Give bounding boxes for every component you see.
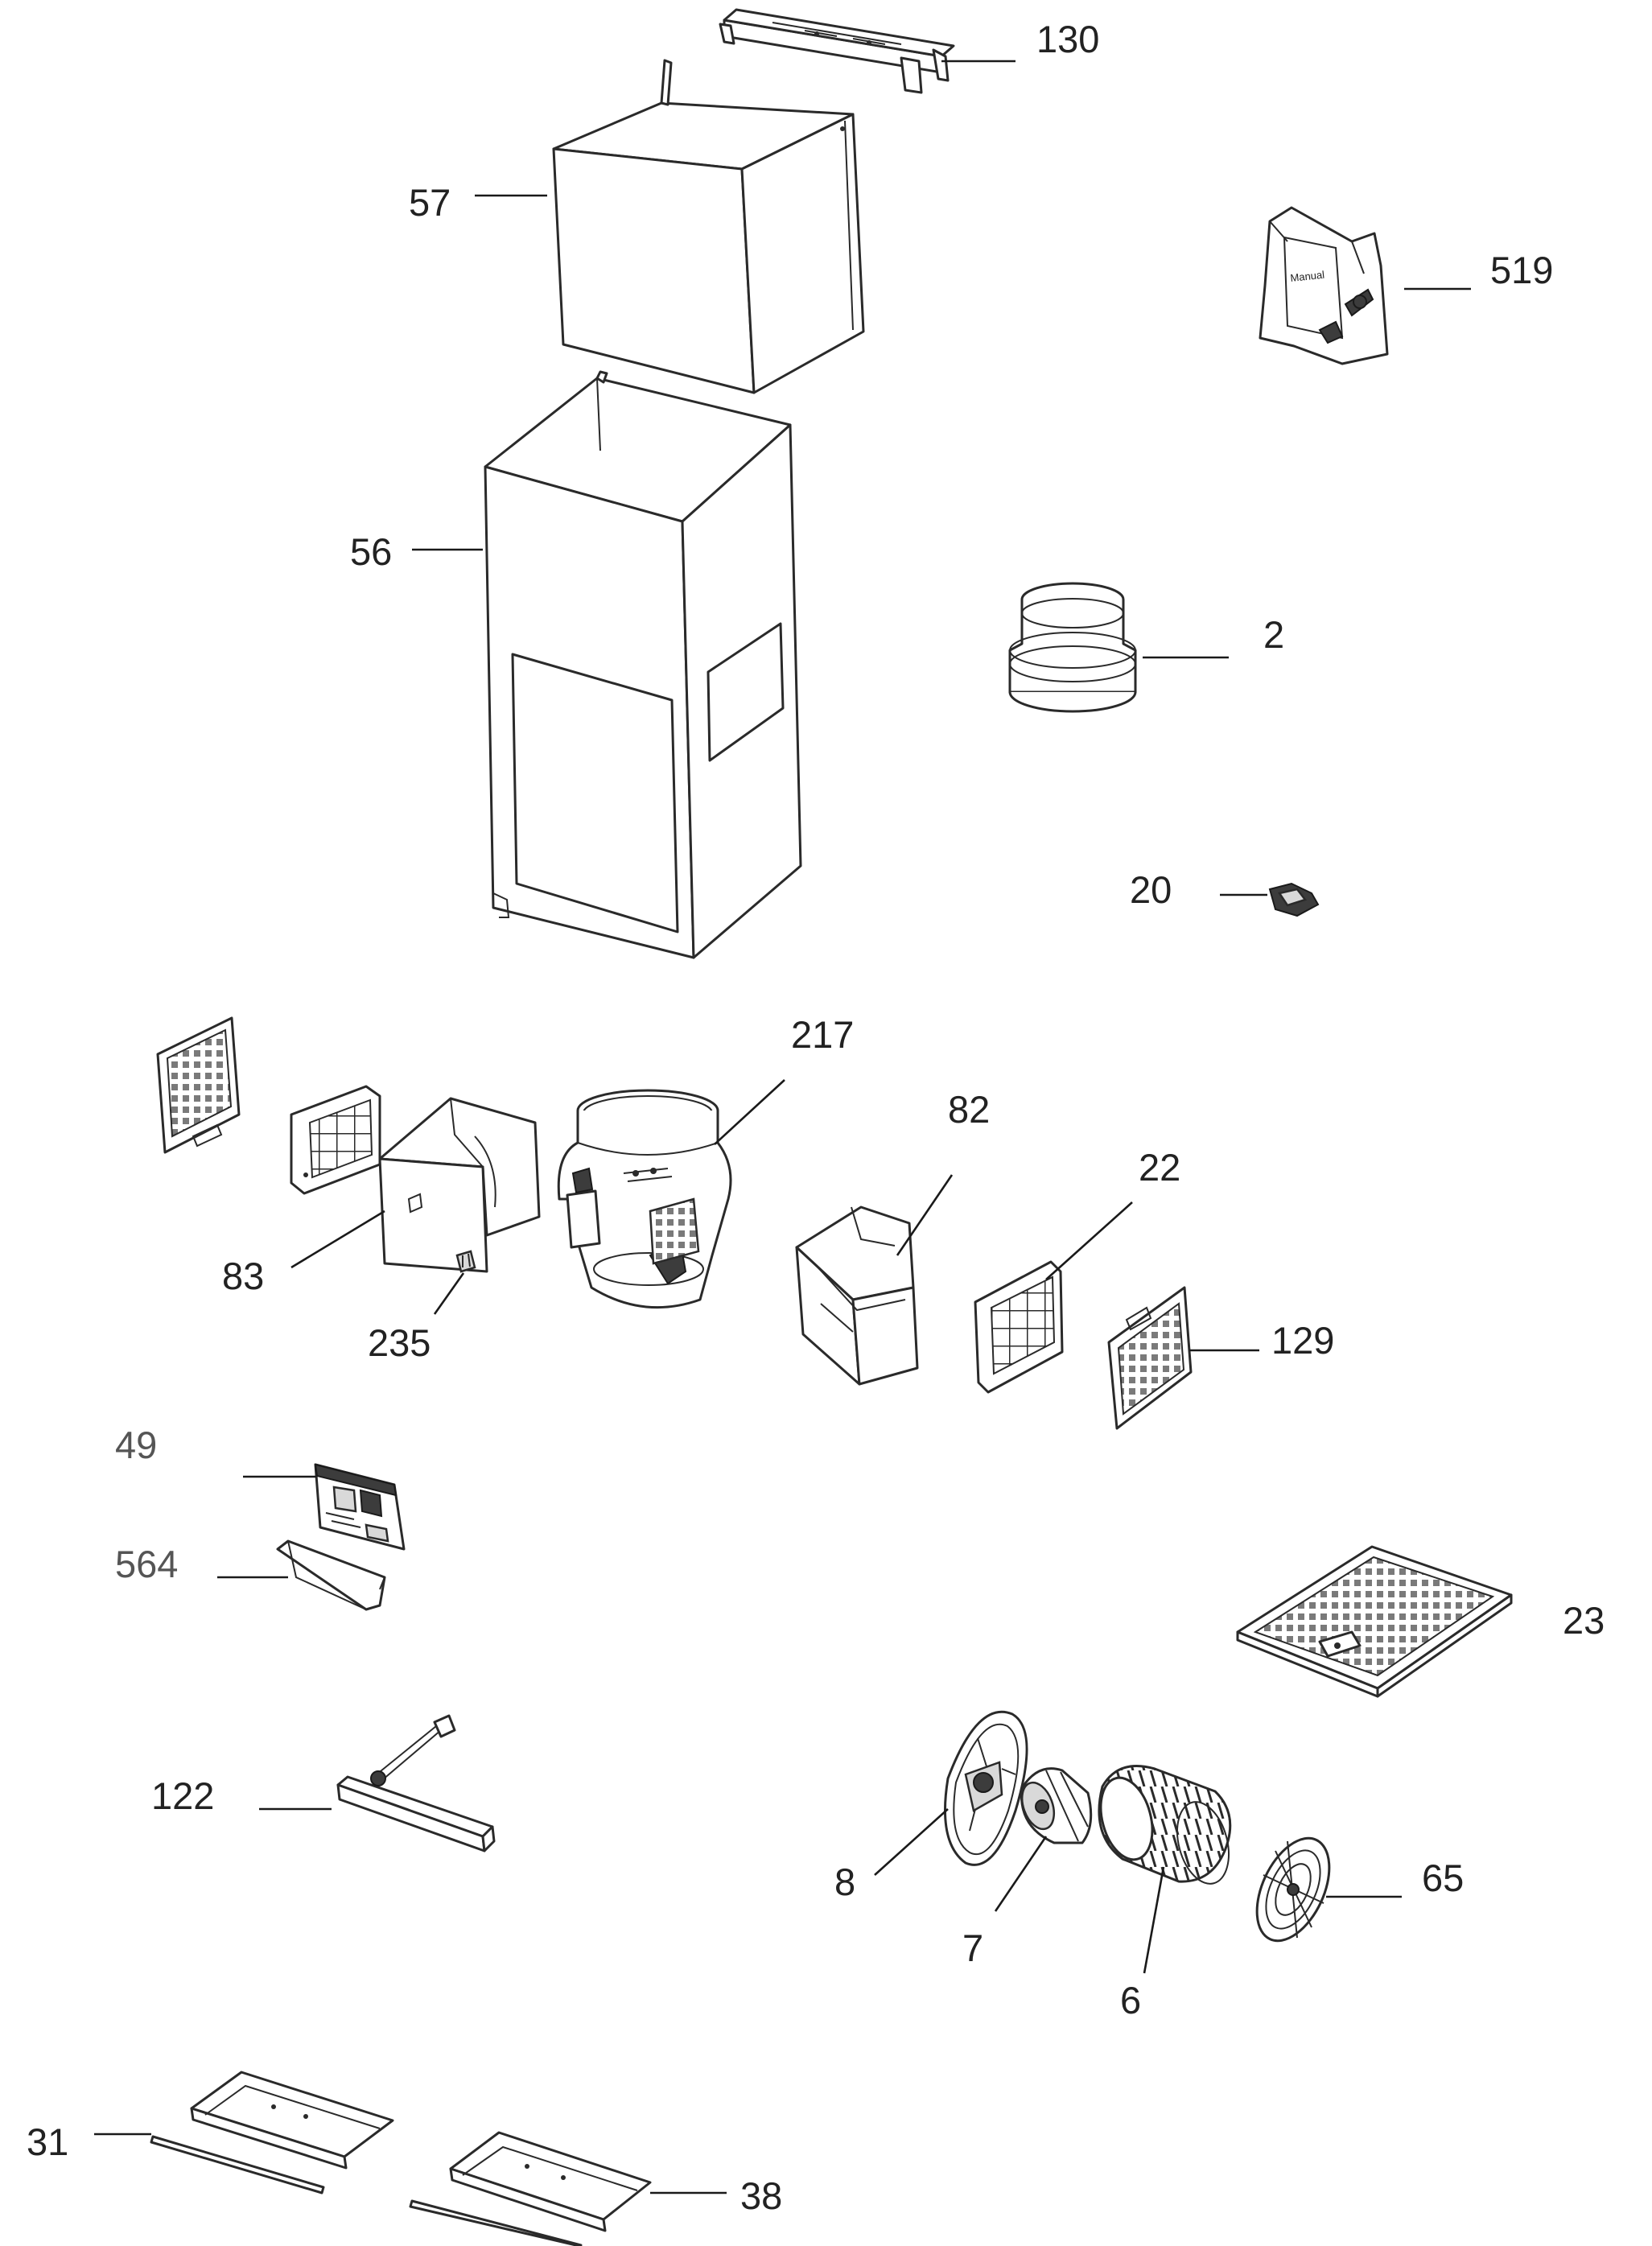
part-56-lower-chimney: [484, 370, 802, 959]
part-65-fan-guard: [1255, 1836, 1331, 1943]
callout-519: 519: [1490, 249, 1553, 291]
part-129-grease-filter: [1107, 1286, 1193, 1430]
part-31-base-panel: [150, 2071, 394, 2194]
callout-31: 31: [27, 2120, 68, 2163]
leader-22: [1045, 1201, 1133, 1280]
callout-217: 217: [791, 1013, 854, 1056]
callout-122: 122: [151, 1774, 214, 1817]
part-122-light-bar: [336, 1714, 496, 1852]
leader-82: [896, 1174, 954, 1256]
leader-8: [874, 1808, 949, 1876]
callout-49: 49: [115, 1424, 157, 1466]
callout-6: 6: [1120, 1979, 1141, 2021]
callout-235: 235: [368, 1321, 431, 1364]
callout-2: 2: [1263, 613, 1284, 656]
part-2-duct-reducer: [1008, 582, 1137, 713]
callout-82: 82: [948, 1088, 990, 1131]
leader-235: [433, 1272, 465, 1315]
leader-lines: [94, 60, 1471, 2194]
callout-56: 56: [350, 530, 392, 573]
callout-20: 20: [1130, 868, 1172, 911]
callout-130: 130: [1036, 18, 1099, 60]
part-217-motor-housing: [557, 1089, 732, 1309]
part-22-carbon-filter: [974, 1260, 1064, 1394]
part-8-motor-plate: [943, 1710, 1028, 1866]
part-235-clip: [455, 1250, 476, 1273]
part-49-control-board: [314, 1463, 406, 1551]
callout-38: 38: [740, 2174, 782, 2217]
part-20-connector: [1268, 882, 1320, 917]
callout-129: 129: [1271, 1319, 1334, 1362]
callout-labels: 130 57 519 56 2 20 217 82 22 83 235 129 …: [27, 18, 1605, 2217]
callout-23: 23: [1563, 1599, 1605, 1642]
part-23-large-grease-filter: [1236, 1545, 1513, 1698]
callout-57: 57: [409, 181, 451, 224]
part-130-mounting-bracket: [719, 8, 955, 94]
callout-564: 564: [115, 1543, 178, 1585]
callout-83: 83: [222, 1255, 264, 1297]
part-38-base-panel: [409, 2131, 652, 2246]
part-564-cover: [276, 1539, 386, 1611]
callout-8: 8: [834, 1861, 855, 1903]
callout-22: 22: [1139, 1146, 1180, 1189]
part-83-left-duct-housing: [378, 1097, 541, 1273]
leader-6: [1143, 1866, 1165, 1974]
callout-65: 65: [1422, 1857, 1464, 1899]
leader-7: [994, 1836, 1048, 1912]
bag-manual-label: Manual: [1290, 269, 1325, 284]
part-57-upper-chimney: [552, 59, 865, 394]
part-519-accessory-bag: Manual: [1259, 206, 1389, 365]
leader-217: [714, 1079, 785, 1145]
leader-83: [290, 1210, 385, 1269]
part-6-blower-wheel: [1098, 1765, 1232, 1885]
part-carbon-filter-left: [290, 1085, 381, 1195]
part-grease-filter-left: [156, 1016, 241, 1154]
part-7-motor: [1020, 1767, 1093, 1844]
callout-7: 7: [962, 1927, 983, 1969]
part-82-right-duct-housing: [795, 1205, 919, 1386]
